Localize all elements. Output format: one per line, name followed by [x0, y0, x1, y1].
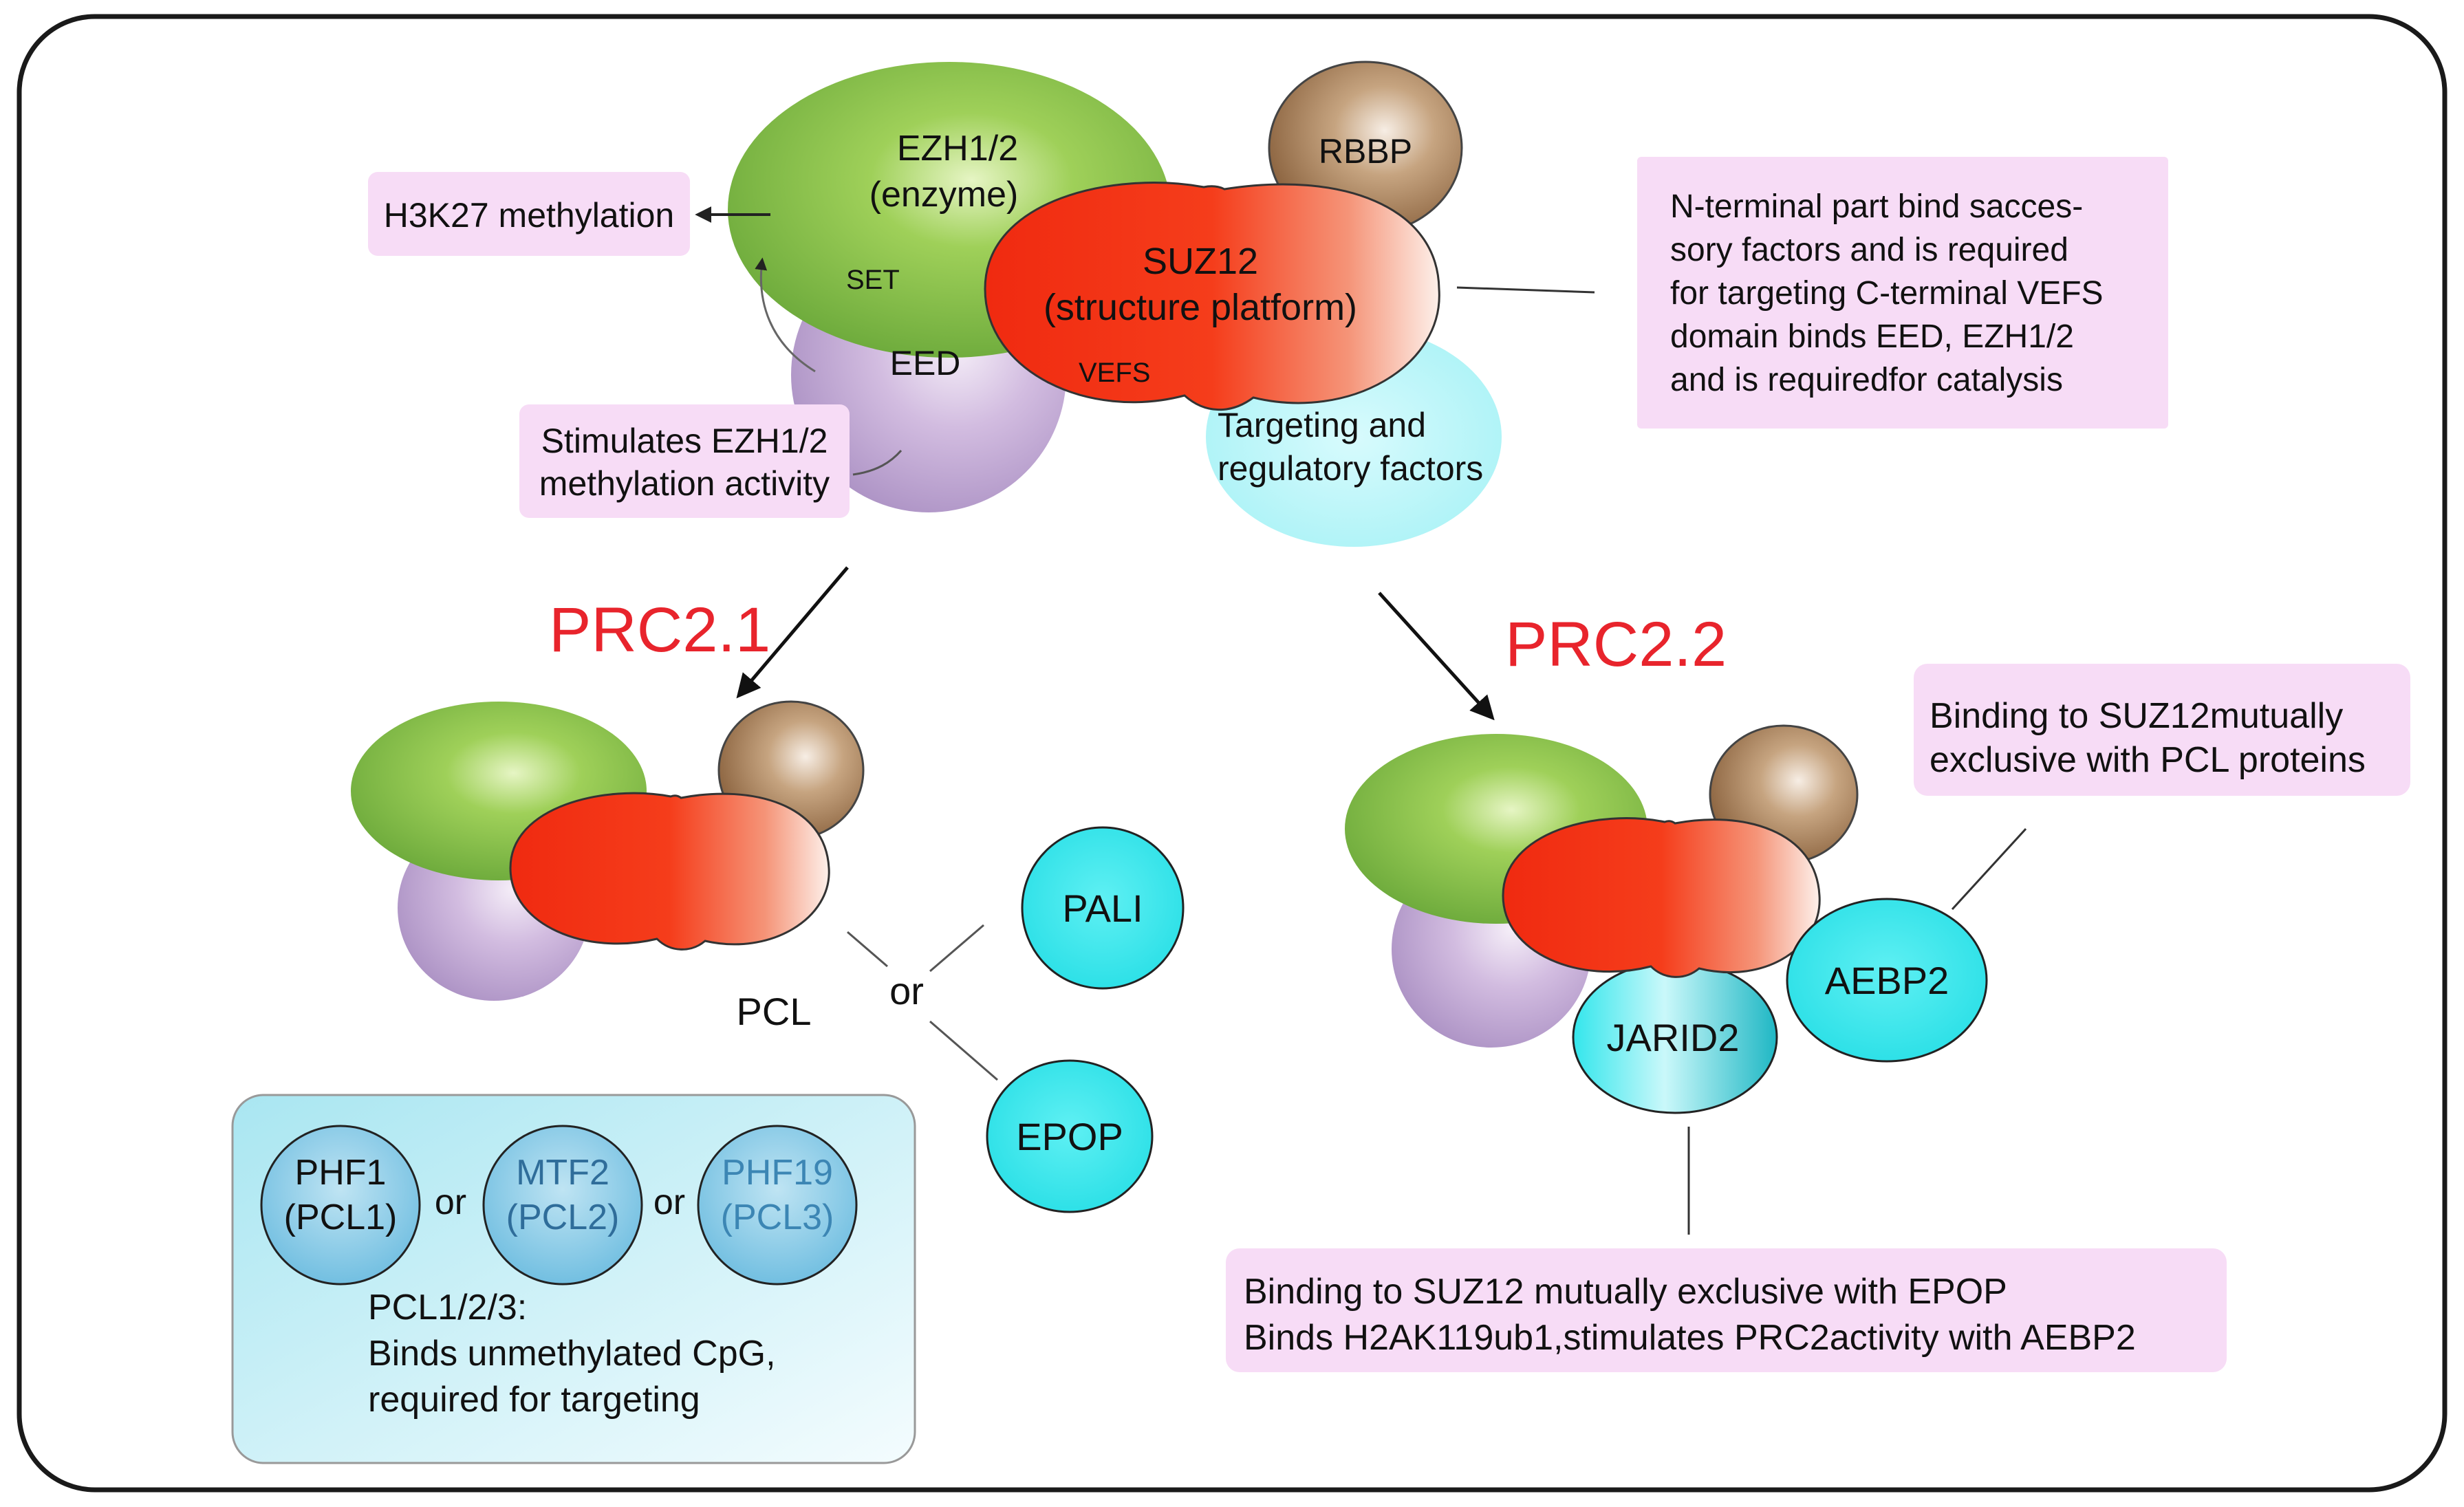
top-complex: EZH1/2 (enzyme) SET SUZ12 (structure pla… — [728, 61, 1502, 547]
epop-shape — [986, 1059, 1154, 1213]
prc21-title: PRC2.1 — [549, 595, 770, 665]
binding-epop-box — [1226, 1248, 2227, 1372]
aebp2-connector — [1951, 827, 2027, 911]
rbbp-label: RBBP — [1319, 132, 1412, 171]
phf1-label-line1: PHF1 — [295, 1153, 387, 1193]
stimulates-callout: Stimulates EZH1/2 methylation activity — [519, 404, 903, 518]
suz12-label-line1: SUZ12 — [1143, 241, 1258, 282]
prc21-pcl-label: PCL — [737, 990, 812, 1033]
aebp2-label: AEBP2 — [1825, 959, 1949, 1002]
ezh-label-line1: EZH1/2 — [897, 129, 1018, 169]
stimulates-label-line2: methylation activity — [539, 464, 830, 503]
prc21-or-connector — [847, 931, 888, 968]
suz12-label-line2: (structure platform) — [1044, 287, 1357, 328]
eed-to-h3k27-arrow — [755, 257, 816, 373]
epop-label: EPOP — [1016, 1115, 1123, 1158]
aebp2-shape — [1786, 898, 1988, 1063]
nterm-line2: sory factors and is required — [1670, 232, 2068, 268]
pcl-or-1: or — [435, 1182, 466, 1222]
prc22-branch: PRC2.2 JARID2 AEBP2 Binding to SUZ12mutu… — [1226, 592, 2410, 1372]
binding-pcl-box — [1914, 664, 2410, 796]
nterm-callout: N-terminal part bind sacces- sory factor… — [1456, 157, 2168, 429]
targeting-label-line1: Targeting and — [1218, 406, 1426, 444]
pcl-desc-line1: PCL1/2/3: — [368, 1288, 527, 1327]
mtf2-label-line1: MTF2 — [516, 1153, 609, 1193]
binding-epop-line1: Binding to SUZ12 mutually exclusive with… — [1244, 1272, 2007, 1312]
stimulates-connector — [852, 450, 903, 476]
stimulates-label-box — [519, 404, 850, 518]
pali-shape — [1021, 826, 1185, 990]
prc22-title: PRC2.2 — [1505, 609, 1727, 680]
phf19-label-line1: PHF19 — [722, 1153, 833, 1193]
nterm-line5: and is requiredfor catalysis — [1670, 362, 2063, 398]
nterm-connector — [1456, 286, 1595, 294]
prc21-arrow — [736, 566, 849, 699]
ezh-label-line2: (enzyme) — [869, 175, 1019, 215]
prc22-suz12-shape — [1502, 817, 1821, 978]
nterm-line3: for targeting C-terminal VEFS — [1670, 275, 2104, 312]
or-to-pali-connector — [929, 924, 984, 973]
phf19-label-line2: (PCL3) — [721, 1197, 834, 1237]
suz12-shape — [984, 182, 1440, 411]
binding-epop-line2: Binds H2AK119ub1,stimulates PRC2activity… — [1244, 1318, 2136, 1358]
prc21-suz12-shape — [509, 792, 830, 951]
targeting-label-line2: regulatory factors — [1218, 449, 1483, 488]
pali-label: PALI — [1062, 887, 1143, 930]
prc22-arrow — [1378, 592, 1495, 721]
pcl-or-2: or — [653, 1182, 685, 1222]
phf1-label-line2: (PCL1) — [284, 1197, 398, 1237]
phf1-shape — [260, 1125, 421, 1286]
mtf2-label-line2: (PCL2) — [506, 1197, 620, 1237]
eed-label: EED — [890, 344, 961, 382]
pcl-desc-line3: required for targeting — [368, 1380, 700, 1420]
nterm-label-box — [1637, 157, 2168, 429]
or-to-epop-connector — [929, 1020, 998, 1081]
pcl-desc-line2: Binds unmethylated CpG, — [368, 1334, 776, 1374]
nterm-line4: domain binds EED, EZH1/2 — [1670, 318, 2074, 355]
prc21-branch: PRC2.1 PCL or PALI EPOP PHF1 (PCL1) or M… — [231, 566, 1185, 1464]
phf19-shape — [697, 1125, 858, 1286]
prc21-or-label: or — [889, 969, 924, 1012]
h3k27-callout: H3K27 methylation — [368, 172, 816, 373]
mtf2-shape — [482, 1125, 643, 1286]
vefs-label: VEFS — [1079, 358, 1150, 388]
h3k27-label: H3K27 methylation — [384, 196, 674, 235]
nterm-line1: N-terminal part bind sacces- — [1670, 188, 2083, 225]
stimulates-label-line1: Stimulates EZH1/2 — [541, 422, 828, 460]
h3k27-label-box — [368, 172, 690, 256]
binding-pcl-line2: exclusive with PCL proteins — [1930, 740, 2366, 780]
binding-pcl-line1: Binding to SUZ12mutually — [1930, 696, 2343, 736]
set-label: SET — [846, 265, 900, 295]
jarid2-label: JARID2 — [1607, 1016, 1740, 1059]
